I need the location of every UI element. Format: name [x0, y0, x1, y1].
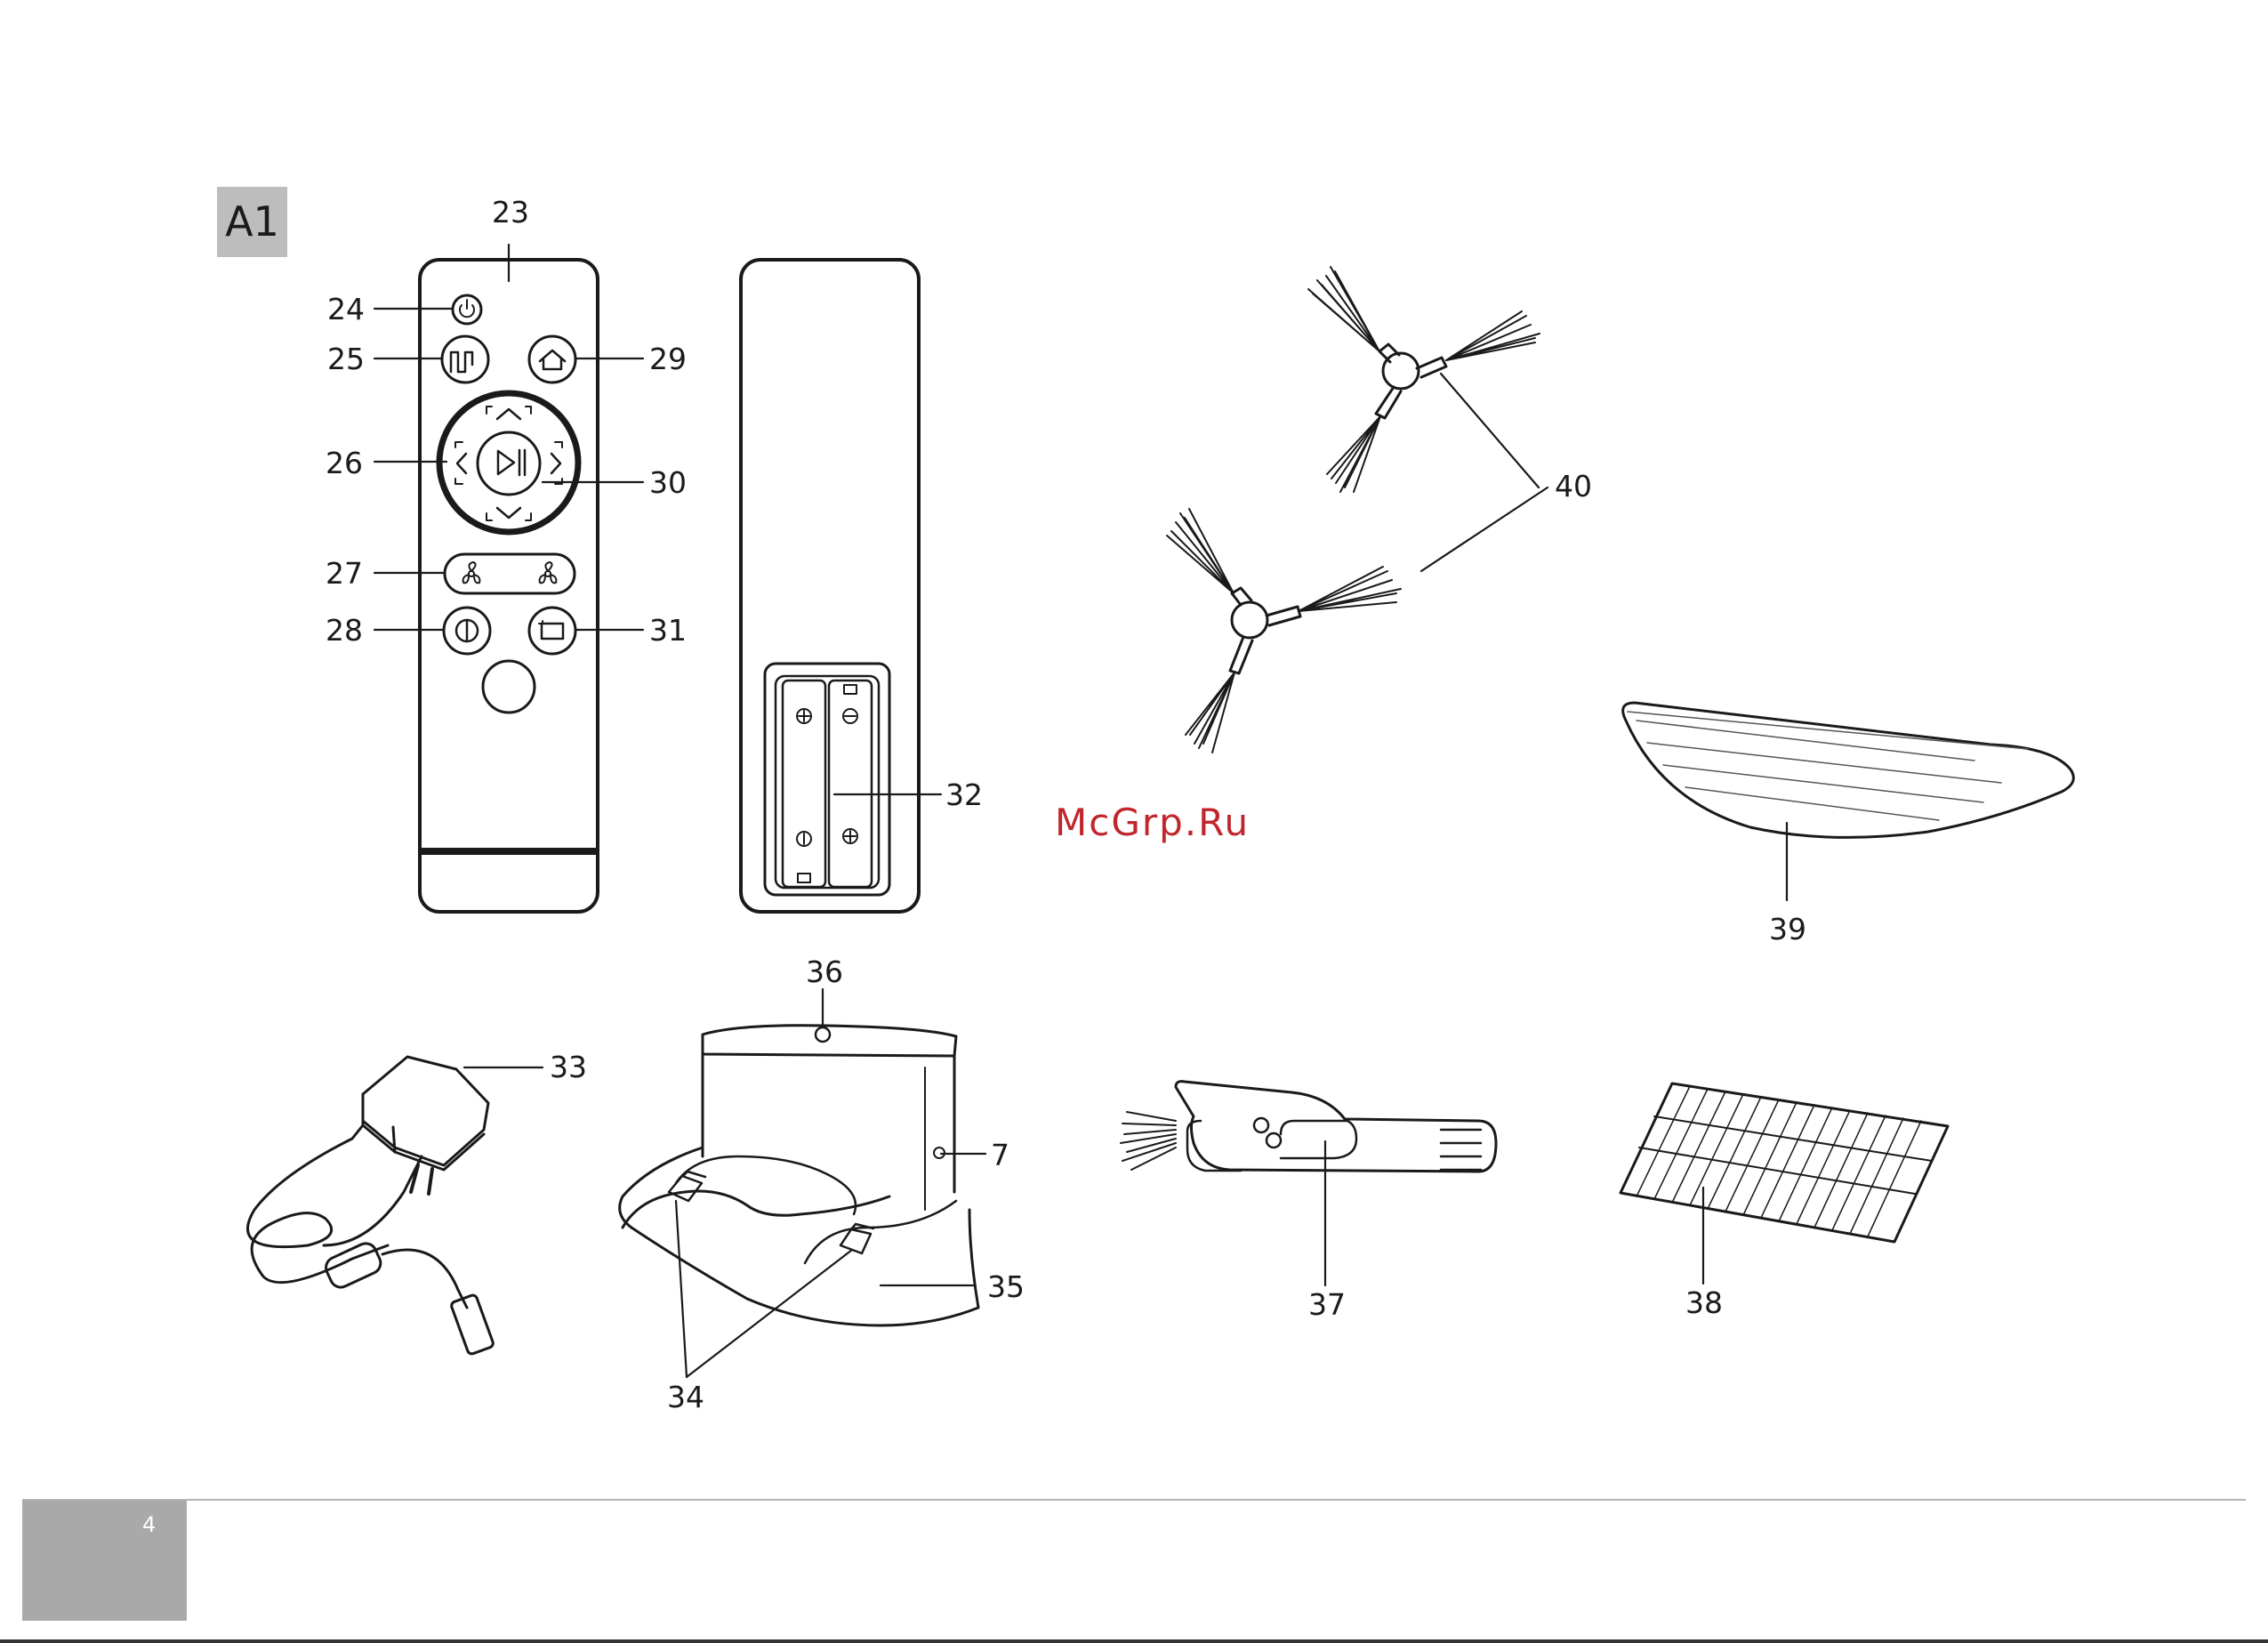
label-26: 26	[326, 446, 363, 480]
label-35: 35	[987, 1269, 1025, 1304]
label-33: 33	[550, 1050, 587, 1084]
spot-button-icon	[444, 608, 490, 654]
label-23: 23	[492, 195, 529, 230]
page-number-box	[22, 1501, 187, 1621]
footer-divider	[22, 1499, 2246, 1501]
label-32: 32	[945, 777, 983, 812]
bottom-border	[0, 1639, 2268, 1643]
label-30: 30	[649, 465, 687, 500]
power-adapter	[248, 1057, 543, 1355]
mode-button-icon	[442, 336, 488, 383]
label-25: 25	[327, 342, 365, 376]
label-37: 37	[1308, 1287, 1346, 1322]
watermark: McGrp.Ru	[1055, 801, 1250, 844]
label-29: 29	[649, 342, 687, 376]
remote-front	[420, 260, 598, 912]
mop-pad	[1623, 703, 2074, 900]
label-28: 28	[326, 613, 363, 648]
extra-button-icon	[483, 661, 535, 713]
home-button-icon	[529, 336, 575, 383]
label-24: 24	[327, 292, 365, 326]
label-27: 27	[326, 556, 363, 591]
power-button-icon	[453, 295, 481, 324]
label-31: 31	[649, 613, 687, 648]
label-36: 36	[806, 954, 843, 989]
cleaning-tool	[1121, 1082, 1496, 1285]
label-40: 40	[1555, 469, 1592, 503]
page-number: 4	[142, 1512, 156, 1537]
label-7: 7	[991, 1138, 1009, 1172]
label-38: 38	[1685, 1285, 1723, 1320]
direction-pad	[439, 393, 578, 532]
label-34: 34	[667, 1380, 704, 1414]
fan-speed-button-icon	[445, 554, 575, 593]
side-brushes	[1167, 267, 1548, 753]
edge-button-icon	[529, 608, 575, 654]
remote-back	[741, 260, 941, 912]
charging-dock	[620, 989, 985, 1377]
label-39: 39	[1769, 912, 1806, 946]
filter	[1621, 1083, 1948, 1284]
